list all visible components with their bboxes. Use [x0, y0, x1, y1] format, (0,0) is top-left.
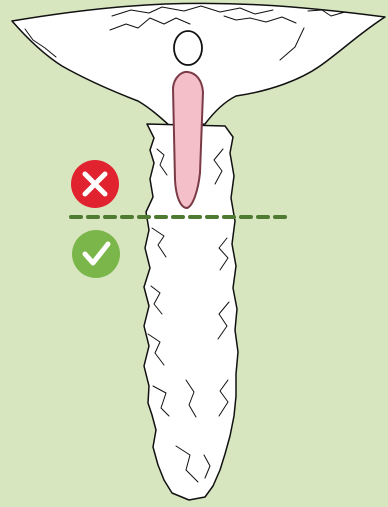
x-mark-icon [71, 160, 119, 208]
check-mark-icon [72, 230, 120, 278]
small-oval-head [174, 31, 202, 65]
pink-core [173, 72, 203, 208]
